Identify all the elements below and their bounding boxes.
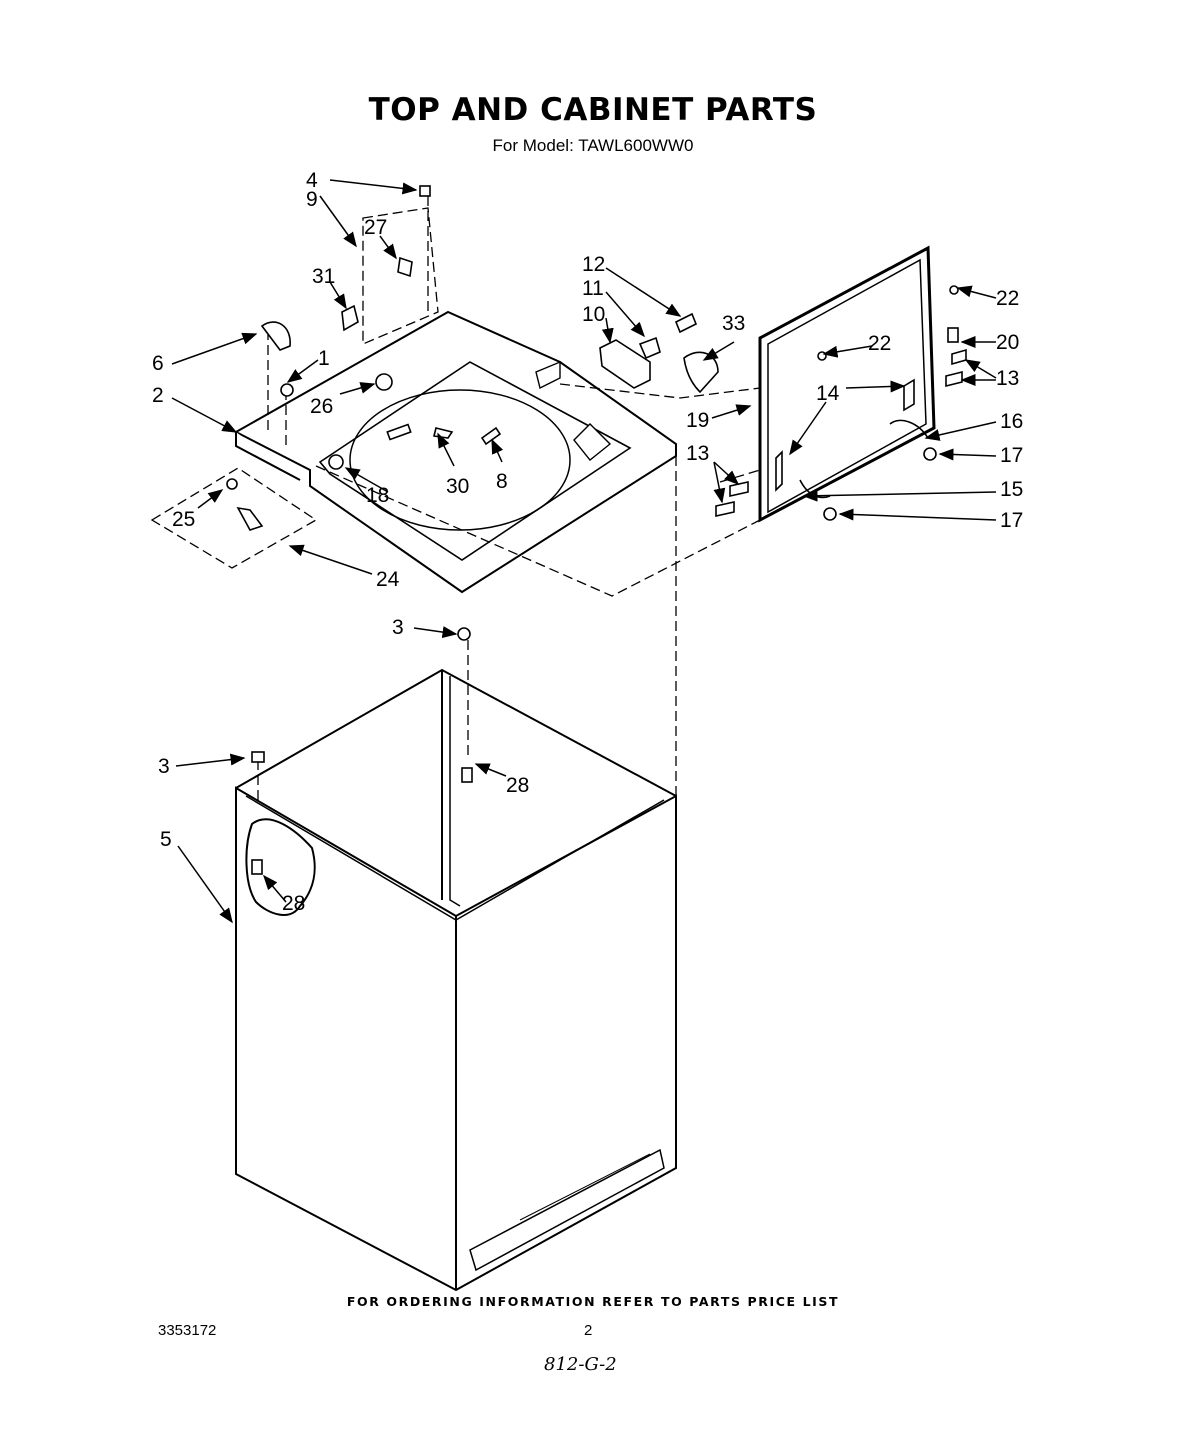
top-panel [233, 310, 677, 594]
cabinet [235, 668, 677, 1292]
page-number: 2 [584, 1322, 593, 1339]
callout: 5 [160, 828, 172, 851]
callout: 2 [152, 384, 164, 407]
ordering-note: FOR ORDERING INFORMATION REFER TO PARTS … [346, 1294, 840, 1309]
callout: 9 [306, 188, 318, 211]
callout: 28 [282, 892, 305, 915]
leader-arrows [171, 179, 997, 924]
callout: 14 [816, 382, 840, 405]
callout: 10 [582, 303, 605, 326]
handwritten-note: 812-G-2 [544, 1354, 617, 1375]
callout: 18 [366, 484, 389, 507]
page-title: TOP AND CABINET PARTS [368, 92, 818, 128]
callout: 3 [392, 616, 404, 639]
callout: 27 [364, 216, 387, 239]
callout: 20 [996, 331, 1019, 354]
callout: 25 [172, 508, 195, 531]
callout: 1 [318, 347, 330, 370]
document-number: 3353172 [158, 1322, 217, 1339]
cabinet-cutaway [245, 818, 316, 916]
callout: 17 [1000, 444, 1023, 467]
callout: 22 [868, 332, 891, 355]
callout: 17 [1000, 509, 1023, 532]
lid [758, 245, 936, 523]
callout: 4 [306, 169, 318, 192]
assembly-lines [150, 196, 761, 800]
callout: 13 [996, 367, 1019, 390]
callout: 24 [376, 568, 400, 591]
callout: 15 [1000, 478, 1023, 501]
callout: 3 [158, 755, 170, 778]
callout: 31 [312, 265, 335, 288]
callout: 19 [686, 409, 709, 432]
callout: 28 [506, 774, 529, 797]
callout: 33 [722, 312, 745, 335]
callout: 6 [152, 352, 164, 375]
callout: 11 [582, 277, 604, 300]
callout: 26 [310, 395, 333, 418]
callout: 13 [686, 442, 709, 465]
callout: 22 [996, 287, 1019, 310]
model-subtitle: For Model: TAWL600WW0 [492, 136, 694, 155]
callout: 8 [496, 470, 508, 493]
callout: 12 [582, 253, 605, 276]
callout: 30 [446, 475, 469, 498]
callout-numbers: 4 9 27 31 6 1 2 26 12 11 10 33 22 22 20 … [152, 169, 1023, 915]
callout: 16 [1000, 410, 1023, 433]
